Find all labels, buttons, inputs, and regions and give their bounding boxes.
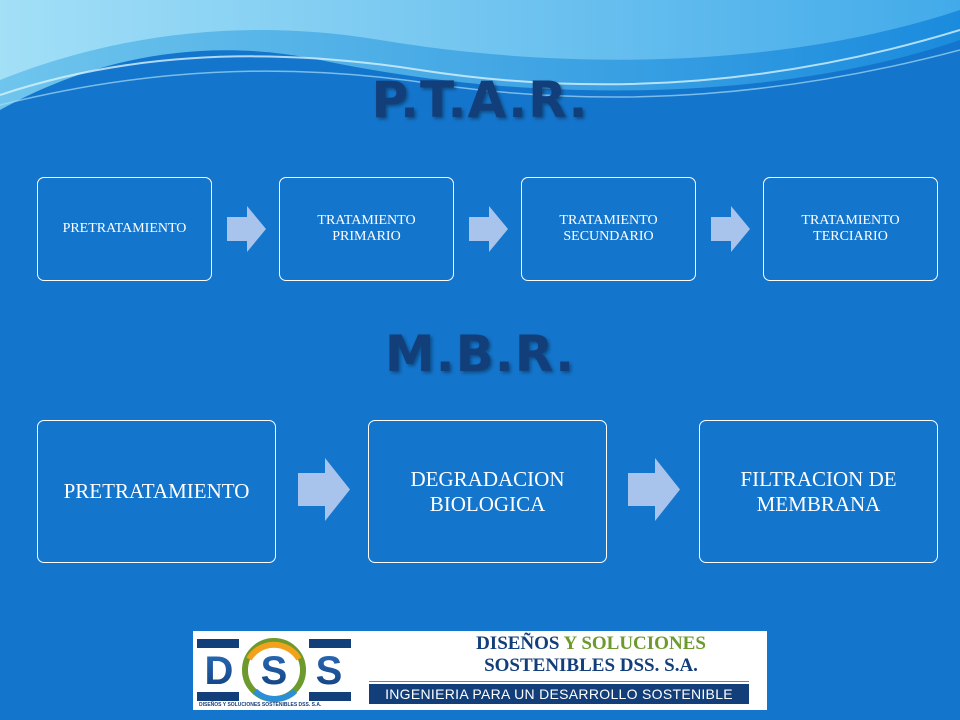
mbr-step-label: PRETRATAMIENTO [63, 479, 250, 503]
logo-letter-d: D [205, 649, 234, 693]
flow-arrow-icon [298, 458, 350, 521]
mbr-step-label: DEGRADACION BIOLOGICA [410, 466, 565, 516]
ptar-step-label: TRATAMIENTO TERCIARIO [801, 213, 900, 244]
logo-company-line1-b: Y SOLUCIONES [563, 633, 706, 654]
logo-divider [369, 681, 749, 682]
dss-logo-mark: D S S [197, 638, 351, 702]
mbr-step-pretratamiento: PRETRATAMIENTO [37, 420, 276, 563]
logo-company-line2: SOSTENIBLES DSS. S.A. [484, 655, 698, 676]
company-logo: D S S DISEÑOS Y SOLUCIONES SOSTENIBLES D… [193, 631, 767, 710]
ptar-step-pretratamiento: PRETRATAMIENTO [37, 177, 212, 281]
logo-small-caption: DISEÑOS Y SOLUCIONES SOSTENIBLES DSS. S.… [199, 702, 322, 708]
logo-letter-s1: S [261, 649, 288, 693]
logo-company-line1-a: DISEÑOS [476, 633, 564, 654]
flow-arrow-icon [469, 206, 508, 252]
flow-arrow-icon [711, 206, 750, 252]
ptar-step-label: TRATAMIENTO PRIMARIO [317, 213, 416, 244]
logo-tagline: INGENIERIA PARA UN DESARROLLO SOSTENIBLE [369, 684, 749, 704]
ptar-step-tratamiento-primario: TRATAMIENTO PRIMARIO [279, 177, 454, 281]
flow-arrow-icon [227, 206, 266, 252]
mbr-step-label: FILTRACION DE MEMBRANA [740, 466, 897, 516]
mbr-step-degradacion-biologica: DEGRADACION BIOLOGICA [368, 420, 607, 563]
ptar-step-label: TRATAMIENTO SECUNDARIO [559, 213, 658, 244]
ptar-step-label: PRETRATAMIENTO [62, 221, 187, 236]
ptar-step-tratamiento-secundario: TRATAMIENTO SECUNDARIO [521, 177, 696, 281]
logo-letter-s2: S [316, 649, 343, 693]
mbr-title: M.B.R. [384, 325, 576, 383]
header-wave-decoration [0, 0, 960, 110]
ptar-title: P.T.A.R. [371, 71, 589, 129]
ptar-step-tratamiento-terciario: TRATAMIENTO TERCIARIO [763, 177, 938, 281]
flow-arrow-icon [628, 458, 680, 521]
logo-company-name: DISEÑOS Y SOLUCIONES SOSTENIBLES DSS. S.… [431, 633, 751, 677]
mbr-step-filtracion-de-membrana: FILTRACION DE MEMBRANA [699, 420, 938, 563]
